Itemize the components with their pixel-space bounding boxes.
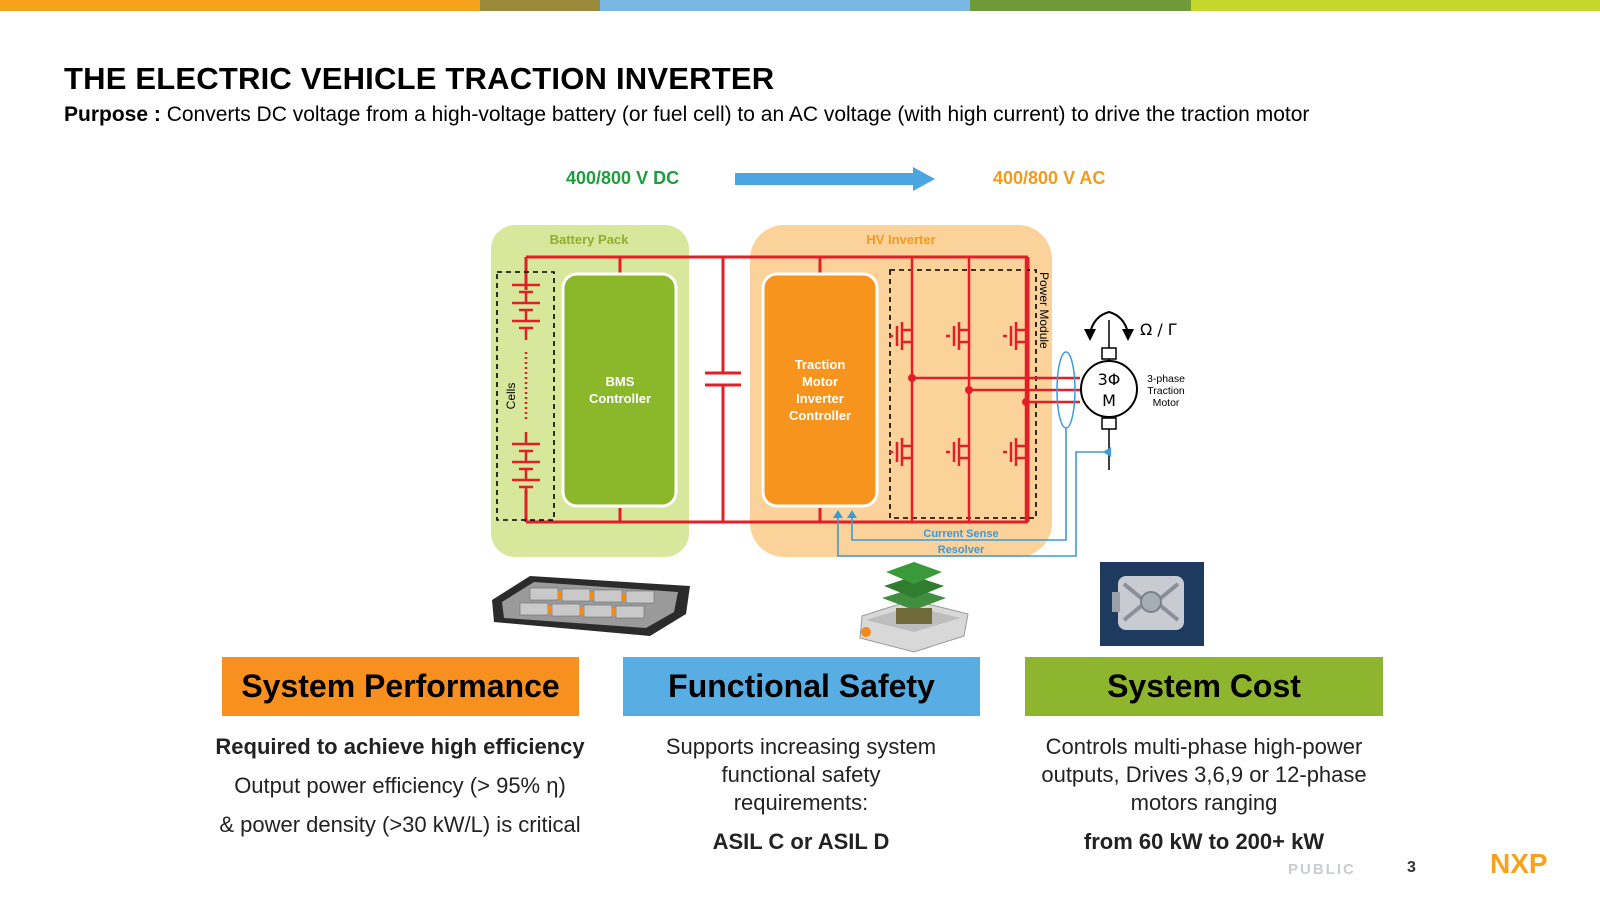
top-bar-segment <box>0 0 480 11</box>
motor-shaft-top-bearing <box>1101 347 1117 360</box>
bms-label-line1: BMS <box>606 374 635 389</box>
power-module-box <box>889 269 1037 519</box>
traction-motor-photo <box>1100 562 1204 646</box>
inverter-board-stack-photo <box>859 562 969 653</box>
slide-title: THE ELECTRIC VEHICLE TRACTION INVERTER <box>64 61 775 96</box>
battery-pack-label: Battery Pack <box>550 232 630 247</box>
safety-line-2: ASIL C or ASIL D <box>712 829 890 854</box>
tmic-label-line4: Controller <box>789 408 851 423</box>
top-bar-segment <box>1191 0 1600 11</box>
hv-inverter-label: HV Inverter <box>866 232 935 247</box>
rotation-arrowhead-left-icon <box>1084 329 1096 341</box>
classification-label: PUBLIC <box>1288 861 1356 878</box>
omega-gamma-label: Ω / Γ <box>1140 320 1177 339</box>
top-bar-segment <box>600 0 970 11</box>
functional-safety-description: Supports increasing system functional sa… <box>611 733 991 867</box>
top-color-bar <box>0 0 1600 11</box>
top-bar-segment <box>480 0 600 11</box>
cost-line-2: from 60 kW to 200+ kW <box>1083 829 1325 854</box>
resolver-arrow-icon <box>833 510 843 518</box>
cells-label: Cells <box>504 383 518 410</box>
top-bar-segment <box>970 0 1191 11</box>
motor-circle-icon <box>1080 360 1138 418</box>
tmic-label-line2: Motor <box>802 374 838 389</box>
inverter-block-diagram: Battery Pack HV Inverter Cells BM <box>491 225 1185 557</box>
battery-pack-photo <box>492 576 690 636</box>
performance-line-2: Output power efficiency (> 95% η) <box>234 773 566 798</box>
current-sense-label: Current Sense <box>923 528 998 540</box>
page-number: 3 <box>1407 859 1416 876</box>
motor-label-line1: 3Φ <box>1098 370 1121 389</box>
power-module-label: Power Module <box>1037 272 1051 349</box>
igbt-switches <box>889 322 1026 466</box>
current-sense-arrow-icon <box>847 510 857 518</box>
rotation-arrowhead-right-icon <box>1122 329 1134 341</box>
safety-line-1: Supports increasing system functional sa… <box>665 734 937 815</box>
system-performance-description: Required to achieve high efficiency Outp… <box>210 733 590 850</box>
phase-junctions <box>908 374 1030 406</box>
purpose-text: Converts DC voltage from a high-voltage … <box>160 103 1310 126</box>
tmic-label-line1: Traction <box>795 357 846 372</box>
motor-caption-line3: Motor <box>1153 397 1180 409</box>
traction-motor-inverter-controller-block <box>761 272 879 508</box>
flow-arrow-icon <box>735 167 935 191</box>
performance-line-3: & power density (>30 kW/L) is critical <box>219 812 581 837</box>
motor-caption-line2: Traction <box>1147 385 1185 397</box>
feedback-lines <box>837 428 1109 557</box>
resolver-label: Resolver <box>938 544 985 556</box>
nxp-logo-text: NXP <box>1490 848 1548 878</box>
system-performance-header: System Performance <box>222 657 579 716</box>
tmic-label-line3: Inverter <box>796 391 844 406</box>
dc-voltage-label: 400/800 V DC <box>566 168 680 188</box>
resolver-tap-icon <box>1103 447 1111 457</box>
system-cost-header: System Cost <box>1025 657 1383 716</box>
functional-safety-header: Functional Safety <box>623 657 980 716</box>
ac-voltage-label: 400/800 V AC <box>993 168 1106 188</box>
bms-controller-block <box>561 272 678 508</box>
system-cost-description: Controls multi-phase high-power outputs,… <box>1014 733 1394 867</box>
purpose-line: Purpose : Converts DC voltage from a hig… <box>64 103 1309 127</box>
cells-box <box>496 271 555 521</box>
battery-cells <box>512 283 540 500</box>
rotation-arrow-icon <box>1089 310 1129 334</box>
bms-label-line2: Controller <box>589 391 651 406</box>
purpose-label: Purpose : <box>64 103 161 126</box>
cost-line-1: Controls multi-phase high-power outputs,… <box>1041 734 1367 815</box>
nxp-logo: NXP <box>1490 848 1548 878</box>
motor-label-line2: M <box>1102 391 1116 410</box>
motor-caption-line1: 3-phase <box>1147 373 1185 385</box>
motor-shaft-bottom-bearing <box>1101 417 1117 430</box>
performance-line-1: Required to achieve high efficiency <box>215 734 585 759</box>
